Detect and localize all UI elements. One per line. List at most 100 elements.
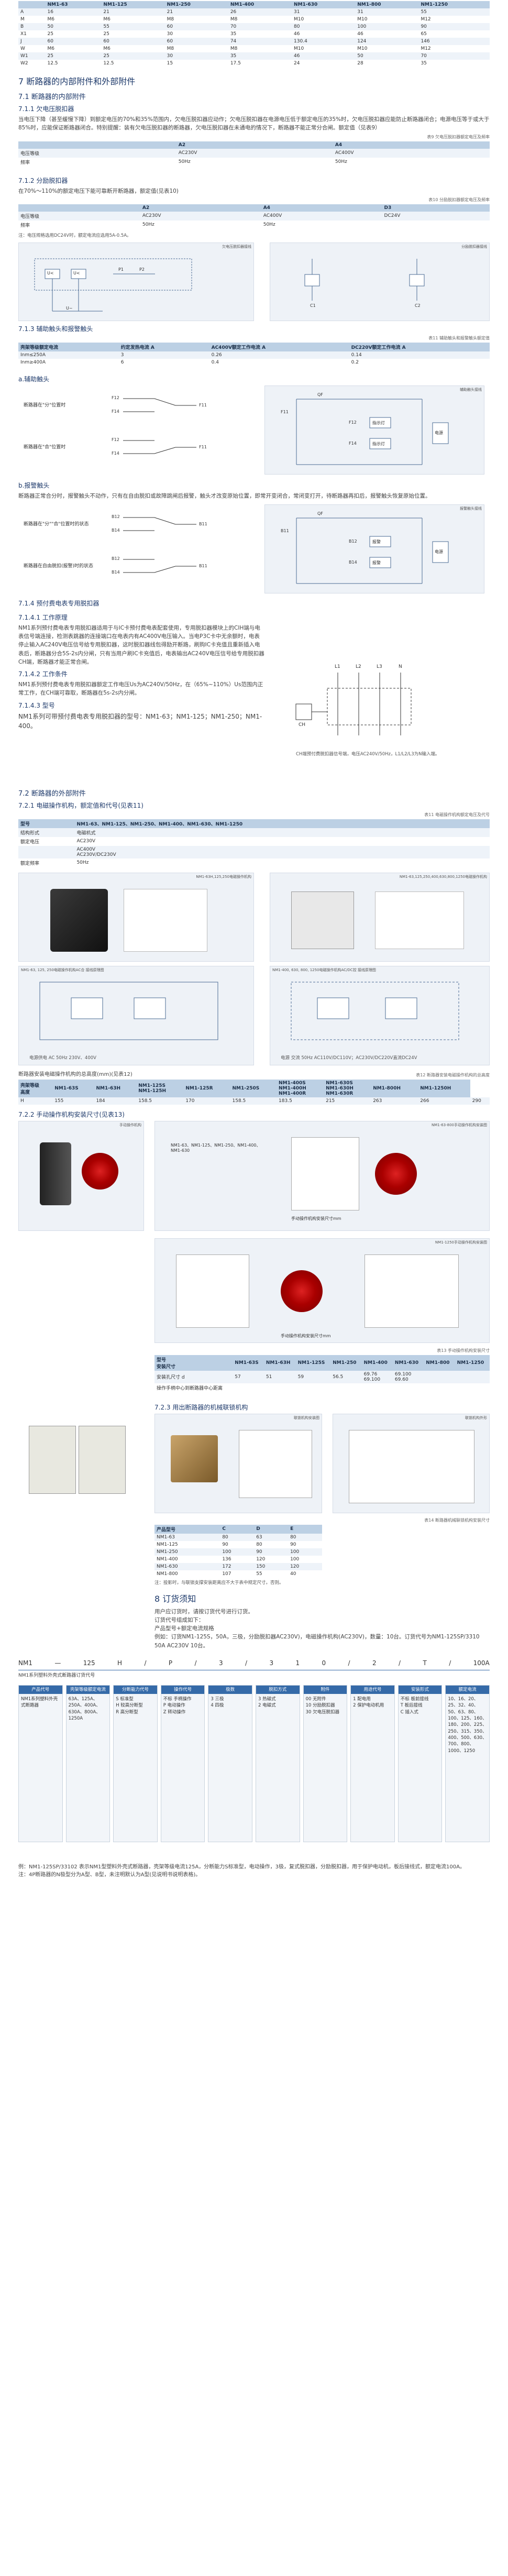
table-cell: 25 [47, 31, 53, 37]
prepaid-l3: L3 [377, 664, 382, 669]
top_table-header-cell [18, 1, 46, 8]
manual-drawing-knob [375, 1152, 417, 1195]
table-cell: M6 [47, 17, 54, 22]
t14-header-cell: NM1-125S [295, 1355, 331, 1371]
table-cell: 50Hz [76, 860, 89, 866]
table-cell: M6 [103, 17, 111, 22]
table-cell: 184 [94, 1097, 137, 1105]
table-cell: M10 [357, 17, 368, 22]
table-cell: 183.5 [277, 1097, 324, 1105]
table-cell: 266 [418, 1097, 470, 1105]
manual-1250-side [365, 1254, 459, 1328]
table-cell: 74 [228, 38, 292, 45]
t14-header-cell: NM1-1250 [455, 1355, 490, 1371]
table-cell: NM1-800 [157, 1571, 178, 1577]
shunt-label-c2: C2 [415, 303, 421, 308]
table-cell: 55 [101, 23, 165, 30]
table-cell: 电压等级 [18, 211, 140, 221]
table-13-caption-left: 断路器安装电磁操作机构的总高度(mm)(见表12) [18, 1071, 132, 1077]
table-cell: B [18, 23, 46, 30]
table-cell: W2 [20, 61, 28, 66]
table-cell: 26 [228, 8, 292, 16]
section-7-1-4-title: 7.1.4 预付费电表专用脱扣器 [18, 599, 100, 607]
mechanism-wiring-1-note: 电源供电 AC 50Hz 230V、400V [29, 1055, 96, 1061]
alarm-contact-svg [123, 517, 196, 573]
section-7-2-1-title: 7.2.1 电磁操作机构，额定值和代号(见表11) [18, 801, 143, 809]
table-cell: M12 [421, 17, 431, 22]
section-7-1-2-title: 7.1.2 分励脱扣器 [18, 177, 68, 184]
t13-header-cell: NM1-1250H [418, 1079, 470, 1097]
table-cell: 35 [421, 61, 427, 66]
table-cell: 46 [292, 52, 356, 60]
table-cell: 电压等级 [18, 148, 176, 158]
aux-w-lamp1: 指示灯 [372, 420, 385, 425]
table-cell: A [18, 8, 46, 16]
uv-label-1: U< [47, 270, 54, 276]
table-cell: 额定频率 [20, 861, 40, 866]
order-code-segment: / [449, 1659, 451, 1667]
manual-drawing-caption: 手动操作机构安装尺寸mm [291, 1216, 341, 1221]
alarm-b11: B11 [199, 521, 207, 526]
section-7-1-4-1-title: 7.1.4.1 工作原理 [18, 613, 68, 621]
mechanism-photo-1-image [50, 888, 108, 952]
t14-header-cell: NM1-400 [361, 1355, 393, 1371]
section-8-text-2: 订货代号组成如下： [154, 1616, 204, 1623]
table-cell: AC230V [176, 148, 333, 158]
aux-f11: F11 [199, 402, 207, 408]
table-cell: 25 [103, 31, 109, 37]
order-code-box-text: 1 配电用 2 保护电动机用 [353, 1697, 384, 1709]
t13-header-cell: 壳架等级 高度 [18, 1079, 53, 1097]
alarm-wiring-title: 报警触头接线 [460, 506, 482, 511]
mechanism-photo-2: NM1-63,125,250,400,630,800,1250电磁操作机构 [270, 872, 490, 962]
top_table-header-cell: NM1-1250 [418, 1, 490, 8]
table-cell: 146 [418, 38, 490, 45]
table-row: AC400V AC230V/DC230V [18, 845, 490, 858]
order-code-box-text: 63A、125A、250A、400A、630A、800A、1250A [68, 1697, 101, 1722]
section-7-2-3-title: 7.2.3 用出断路器的机械联锁机构 [154, 1403, 248, 1411]
table-9-caption: 表9 欠电压脱扣器额定电压及频率 [427, 134, 490, 139]
order-code-box-text: NM1系列塑料外壳式断路器 [21, 1697, 58, 1709]
section-8: 8 订货须知 用户应订货时，请按订货代号进行订货。 订货代号组成如下： 产品型号… [154, 1592, 490, 1650]
order-code-segment: 2 [372, 1659, 377, 1667]
table-cell: M8 [230, 46, 238, 51]
alarm-contact-row: 断路器在"分""合"位置时的状态 断路器在自由脱扣(报警)时的状态 B12 B1… [18, 504, 490, 593]
section-7-2-2-title: 7.2.2 手动操作机构安装尺寸(见表13) [18, 1110, 125, 1118]
table-cell: 90 [290, 1542, 296, 1547]
aux-f14b: F14 [112, 450, 119, 456]
table-cell: 69.100 69.60 [392, 1370, 424, 1383]
table-15-caption: 表14 断路器机械联锁机构安装尺寸 [424, 1517, 490, 1523]
table-cell: NM1-250 [154, 1548, 220, 1556]
aux-w-qf: QF [317, 392, 323, 397]
table-12-caption: 表11 电磁操作机构额定电压及代号 [424, 812, 490, 817]
table-cell: 90 [254, 1548, 289, 1556]
order-code-box-header: 用途代号 [351, 1685, 394, 1694]
t13-header-cell: NM1-125S NM1-125H [136, 1079, 184, 1097]
manual-models-label: NM1-63、NM1-125、NM1-250、NM1-400、NM1-630 [171, 1142, 261, 1153]
manual-1250-drawing: NM1-1250手动操作机构安装图 手动操作机构安装尺寸mm [154, 1238, 490, 1343]
table-cell: 51 [263, 1370, 296, 1383]
mechanism-photo-1: NM1-63H,125,250电磁操作机构 [18, 872, 254, 962]
section-7-2-title: 7.2 断路器的外部附件 [18, 789, 86, 798]
table-cell: Inm≤250A [18, 351, 119, 359]
aux-f12b: F12 [112, 437, 119, 442]
section-7-1-4-1-text: NM1系列预付费电表专用脱扣器适用于与IC卡预付费电表配套使用，专用脱扣器模块上… [18, 624, 264, 665]
mechanism-photo-1-title: NM1-63H,125,250电磁操作机构 [196, 874, 251, 879]
table-cell: 35 [228, 52, 292, 60]
t10-header-cell: D3 [382, 204, 490, 212]
order-code-segment: / [144, 1659, 147, 1667]
interlock-breaker-1 [29, 1425, 76, 1494]
table-cell: W1 [18, 52, 46, 60]
mechanism-wiring-2-title: NM1-400, 630, 800, 1250电磁操作机构AC/DC控 接线原理… [272, 967, 376, 972]
order-code-segment: 125 [83, 1659, 95, 1667]
table-cell: 50Hz [263, 222, 275, 228]
